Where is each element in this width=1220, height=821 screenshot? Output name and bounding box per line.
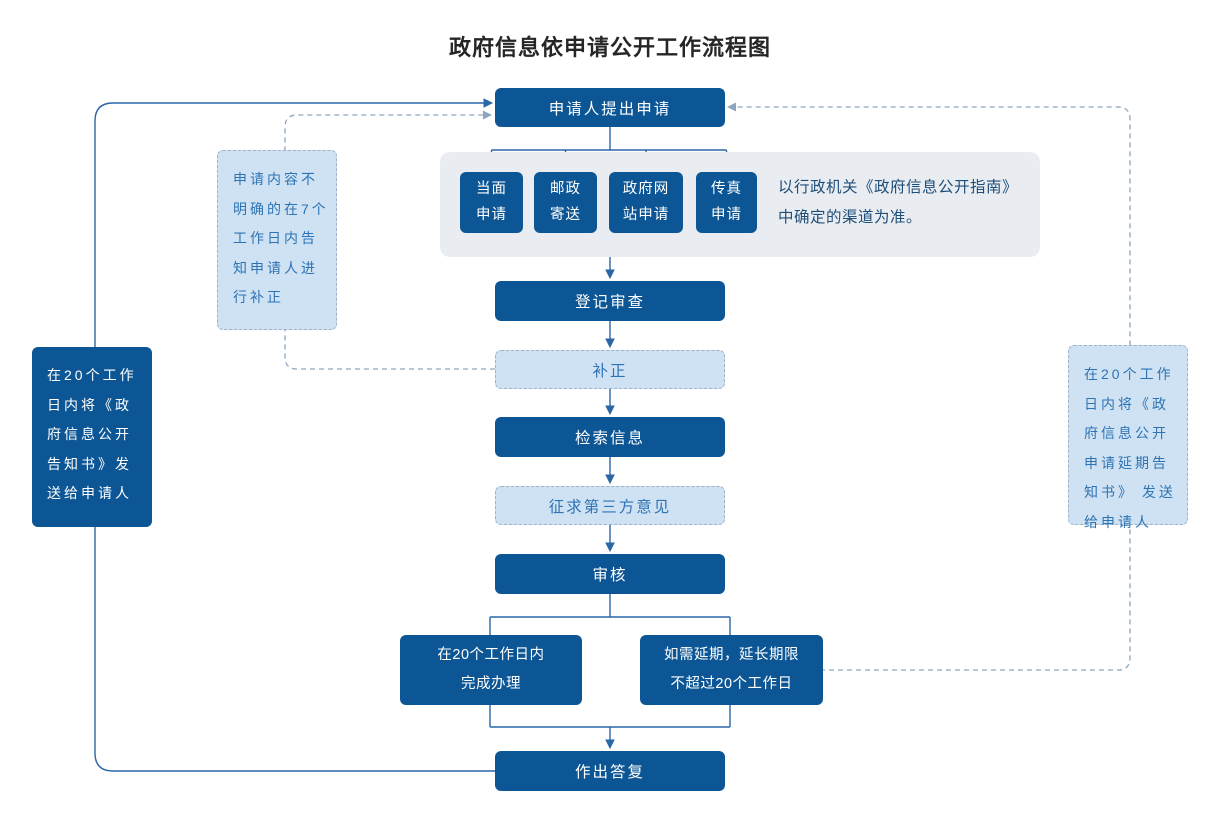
node-review: 审核 <box>495 554 725 594</box>
node-register-review: 登记审查 <box>495 281 725 321</box>
node-correction: 补正 <box>495 350 725 389</box>
node-channel-website: 政府网 站申请 <box>609 172 683 233</box>
annotation-extension-notice: 在20个工作 日内将《政 府信息公开 申请延期告 知书》 发送 给申请人 <box>1068 345 1188 530</box>
node-reply: 作出答复 <box>495 751 725 791</box>
channel-note-text: 以行政机关《政府信息公开指南》 中确定的渠道为准。 <box>778 179 1019 226</box>
node-channel-postal: 邮政 寄送 <box>534 172 597 233</box>
node-third-party-opinion: 征求第三方意见 <box>495 486 725 525</box>
node-extension: 如需延期，延长期限 不超过20个工作日 <box>640 635 823 705</box>
node-channel-fax: 传真 申请 <box>696 172 757 233</box>
flowchart-title: 政府信息依申请公开工作流程图 <box>448 35 771 60</box>
annotation-disclosure-notice: 在20个工作 日内将《政 府信息公开 告知书》发 送给申请人 <box>32 347 152 527</box>
node-apply: 申请人提出申请 <box>495 88 725 127</box>
annotation-correction-7-days: 申请内容不 明确的在7个 工作日内告 知申请人进 行补正 <box>217 150 337 330</box>
node-search-info: 检索信息 <box>495 417 725 457</box>
node-complete-within-20-days: 在20个工作日内 完成办理 <box>400 635 582 705</box>
node-channel-in-person: 当面 申请 <box>460 172 523 233</box>
